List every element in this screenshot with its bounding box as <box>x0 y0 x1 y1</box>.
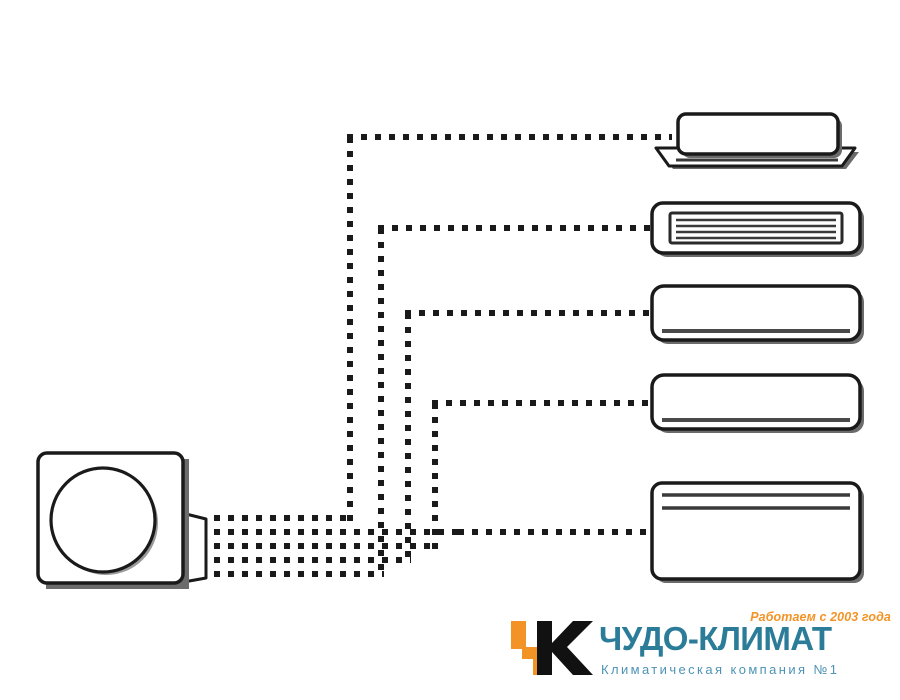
company-logo: Работаем с 2003 года ЧУДО-КЛИМАТ Климати… <box>503 607 893 687</box>
logo-text-block: Работаем с 2003 года ЧУДО-КЛИМАТ Климати… <box>599 607 893 687</box>
logo-mark-icon <box>511 621 593 675</box>
floor-console-unit <box>650 481 864 583</box>
ceiling-cassette-unit <box>654 112 859 169</box>
cassette-body <box>676 112 840 156</box>
wall-upper-body <box>650 284 862 342</box>
duct-grille-lines <box>676 218 836 240</box>
ducted-grille-unit <box>650 201 864 257</box>
wiring-network <box>214 134 672 577</box>
wall-lower-body <box>650 373 862 431</box>
logo-brand-name: ЧУДО-КЛИМАТ <box>599 620 832 657</box>
wall-mounted-unit-upper <box>650 284 864 344</box>
logo-mark-black-shape <box>537 621 593 675</box>
logo-subtitle: Климатическая компания №1 <box>601 662 840 677</box>
logo-tagline: Работаем с 2003 года <box>750 610 891 624</box>
wall-mounted-unit-lower <box>650 373 864 433</box>
floor-body <box>650 481 862 581</box>
floor-top-vent-lines <box>662 493 850 510</box>
outdoor-condenser-unit <box>36 451 208 589</box>
outdoor-unit-fan-circle <box>49 466 157 574</box>
